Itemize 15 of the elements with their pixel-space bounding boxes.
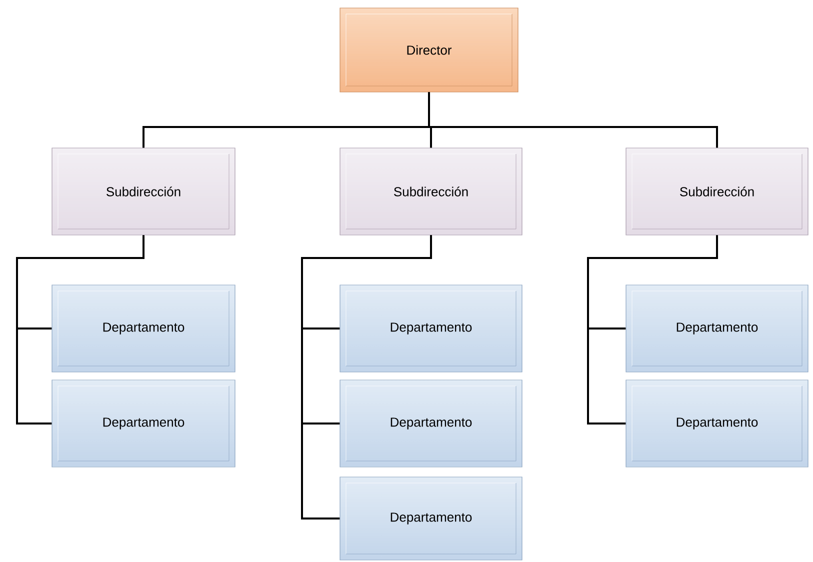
org-box: Subdirección (626, 148, 808, 236)
org-box: Departamento (340, 284, 522, 372)
connector-line (428, 92, 718, 148)
connector-line (16, 235, 144, 424)
connector-line (301, 235, 432, 520)
org-box: Departamento (626, 284, 808, 372)
org-box: Director (340, 8, 518, 92)
org-box: Subdirección (52, 148, 236, 236)
org-box: Departamento (340, 380, 522, 468)
org-box: Departamento (52, 284, 236, 372)
org-box: Departamento (340, 476, 522, 560)
org-box: Departamento (626, 380, 808, 468)
org-box: Subdirección (340, 148, 522, 236)
connector-line (587, 235, 718, 424)
org-box: Departamento (52, 380, 236, 468)
